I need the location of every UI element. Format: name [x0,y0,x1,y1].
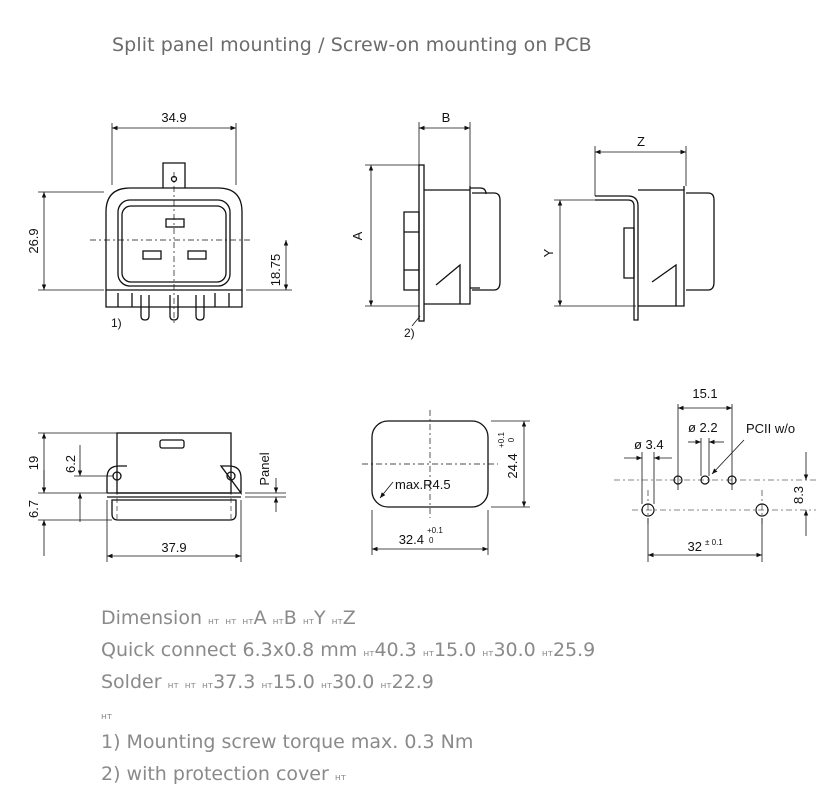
drawing-title: Split panel mounting / Screw-on mounting… [112,34,592,56]
dim-side-A: A [350,231,365,240]
dim-pcb-151: 15.1 [692,386,717,401]
bottom-view [106,432,242,521]
dim-bottom-379: 37.9 [161,540,186,555]
table-row-solder: Solder нт нт нт37.3 нт15.0 нт30.0 нт22.9 [101,667,595,699]
dim-pcb-83: 8.3 [791,486,806,504]
table-cell: нт [208,617,220,627]
dim-cutout-width: 32.4 [399,532,424,547]
table-cell: 25.9 [552,639,596,661]
dim-cutout-height-tol-up: +0.1 [497,432,506,448]
side-view-2 [595,186,715,321]
dim-side-Z: Z [637,134,645,149]
dim-side-Y: Y [541,248,556,257]
callout-1: 1) [111,316,122,330]
table-row-quick-connect: Quick connect 6.3x0.8 mm нт40.3 нт15.0 н… [101,635,595,667]
table-cell: нт [331,617,343,627]
table-cell: 15.0 [272,671,315,693]
dim-pcb-32: 32 [688,539,702,554]
dim-bottom-67: 6.7 [26,500,41,518]
dim-pcb-d22: ø 2.2 [688,420,718,435]
dim-cutout-width-tol-up: +0.1 [427,526,443,535]
callout-2: 2) [404,326,415,340]
dim-side-B: B [442,110,451,125]
dim-pcb-32-tol: ± 0.1 [705,538,723,547]
table-cell: нт [184,681,196,691]
spacer-line: нт [101,699,595,727]
table-cell: нт [225,617,237,627]
table-cell: 30.0 [332,671,375,693]
table-cell: Y [313,607,326,629]
front-view [105,162,243,321]
note-2-text: 2) with protection cover [101,763,329,785]
dim-cutout-height-tol-lo: 0 [507,437,516,442]
dim-front-width: 34.9 [161,110,186,125]
table-cell: 22.9 [391,671,434,693]
table-cell: нт [363,649,375,659]
table-cell: нт [380,681,392,691]
table-cell: нт [302,617,314,627]
table-cell: B [283,607,297,629]
note-1: 1) Mounting screw torque max. 0.3 Nm [101,731,474,753]
dim-bottom-62: 6.2 [63,455,78,473]
dim-cutout-height: 24.4 [505,453,520,478]
table-cell: Z [342,607,356,629]
table-cell: нт [272,617,284,627]
table-cell: нт [320,681,333,691]
table-cell: нт [167,681,179,691]
table-cell: нт [482,649,494,659]
table-cell: нт [201,681,214,691]
dim-pcb-d34: ø 3.4 [634,437,664,452]
dim-front-height: 26.9 [26,228,41,253]
note-2-tail: нт [334,773,346,783]
table-row-dimension: Dimension нт нт нтA нтB нтY нтZ [101,603,595,635]
table-cell: нт [242,617,254,627]
table-cell: A [253,607,267,629]
dim-bottom-19: 19 [26,456,41,470]
spacer-text: нт [101,712,113,722]
table-cell: 15.0 [433,639,477,661]
table-label: Solder [101,671,162,693]
technical-drawing: 34.9 26.9 18.75 1) A B 2) Z Y [26,110,816,562]
label-panel: Panel [257,452,272,485]
label-pcb-note: PCII w/o [746,421,795,436]
table-cell: 30.0 [493,639,536,661]
table-cell: нт [541,649,553,659]
label-cutout-radius: max.R4.5 [395,477,451,492]
side-view-1 [403,164,501,322]
table-cell: нт [261,681,273,691]
dim-center-height: 18.75 [268,254,283,287]
table-cell: нт [422,649,434,659]
table-cell: 37.3 [213,671,256,693]
note-2: 2) with protection cover нт [101,759,595,791]
table-cell: 40.3 [374,639,417,661]
table-label: Quick connect 6.3x0.8 mm [101,639,358,661]
dim-cutout-width-tol-lo: 0 [429,536,434,545]
notes-section: Dimension нт нт нтA нтB нтY нтZ Quick co… [101,603,595,791]
table-label: Dimension [101,607,202,629]
